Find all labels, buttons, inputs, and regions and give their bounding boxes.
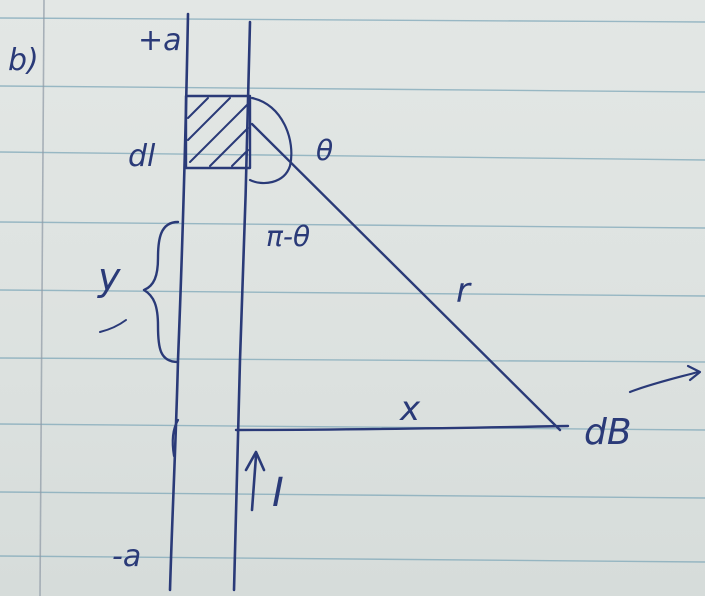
dB-vector-arrow-head bbox=[686, 364, 702, 382]
label-element: dl bbox=[128, 139, 156, 174]
label-top-limit: +a bbox=[138, 23, 182, 58]
label-supplement-angle: π-θ bbox=[266, 220, 310, 253]
line-x bbox=[234, 424, 570, 432]
current-arrow-shaft bbox=[250, 454, 258, 512]
label-bottom-limit: -a bbox=[112, 539, 141, 574]
y-brace bbox=[142, 220, 180, 364]
ruled-lines bbox=[0, 17, 705, 563]
label-current: I bbox=[272, 470, 284, 516]
y-label-tick bbox=[99, 319, 127, 333]
label-r: r bbox=[456, 271, 472, 311]
angle-arc bbox=[248, 96, 293, 185]
label-x: x bbox=[399, 389, 421, 429]
line-r bbox=[250, 122, 562, 432]
dB-vector-arrow bbox=[628, 370, 700, 394]
lower-mark bbox=[171, 418, 180, 458]
margin-line bbox=[39, 0, 45, 596]
label-field: dB bbox=[584, 412, 632, 453]
label-y: y bbox=[97, 255, 121, 299]
label-angle: θ bbox=[316, 134, 333, 167]
current-arrow-head bbox=[244, 450, 266, 472]
element-dl-hatched bbox=[184, 94, 252, 170]
wire-right-edge bbox=[232, 20, 252, 592]
part-label: b) bbox=[8, 43, 39, 78]
